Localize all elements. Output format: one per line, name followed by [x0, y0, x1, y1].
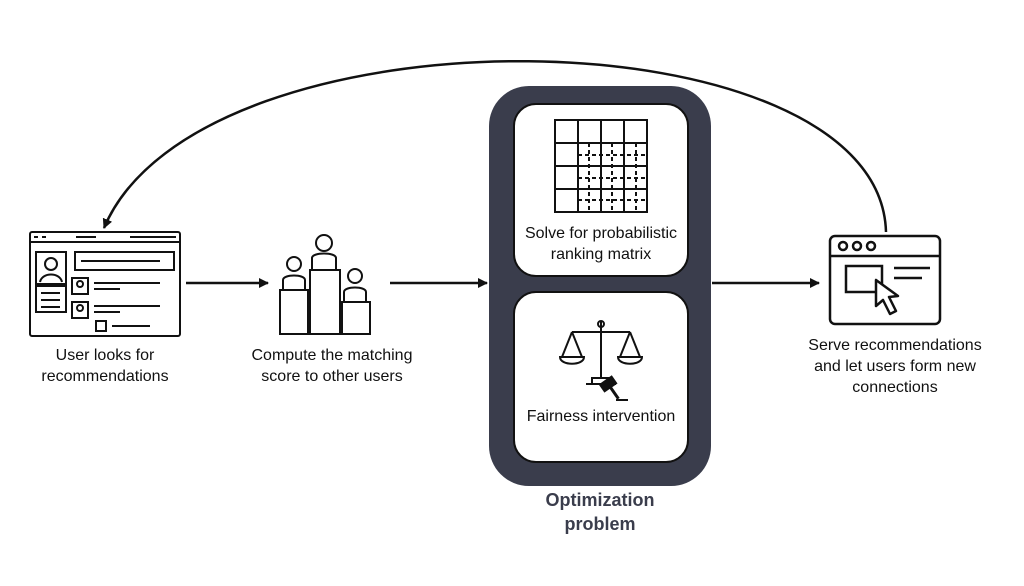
- feedback-loop-arrow: [102, 60, 888, 233]
- ranking-matrix-grid-icon: [554, 119, 648, 213]
- user-profile-window-icon: [29, 231, 181, 337]
- fairness-step-label: Fairness intervention: [514, 406, 688, 427]
- serve-step-line3: connections: [852, 379, 938, 396]
- solve-step-line2: ranking matrix: [550, 246, 652, 263]
- compute-step-label: Compute the matching score to other user…: [232, 345, 432, 387]
- browser-cursor-icon: [828, 234, 942, 326]
- optimization-title-line2: problem: [564, 514, 636, 534]
- serve-step-label: Serve recommendations and let users form…: [790, 335, 1000, 398]
- user-step-line2: recommendations: [41, 368, 169, 385]
- serve-step-line2: and let users form new: [814, 358, 976, 375]
- serve-step-line1: Serve recommendations: [808, 337, 982, 354]
- optimization-title-line1: Optimization: [545, 490, 655, 510]
- user-step-label: User looks for recommendations: [20, 345, 190, 387]
- fairness-step-text: Fairness intervention: [526, 408, 676, 425]
- solve-step-label: Solve for probabilistic ranking matrix: [514, 223, 688, 265]
- compute-step-line2: score to other users: [261, 368, 403, 385]
- scale-gavel-icon: [558, 320, 644, 401]
- optimization-title: Optimization problem: [500, 488, 700, 536]
- compute-step-line1: Compute the matching: [251, 347, 413, 364]
- solve-step-line1: Solve for probabilistic: [524, 225, 678, 242]
- podium-users-icon: [279, 234, 371, 335]
- user-step-line1: User looks for: [55, 347, 155, 364]
